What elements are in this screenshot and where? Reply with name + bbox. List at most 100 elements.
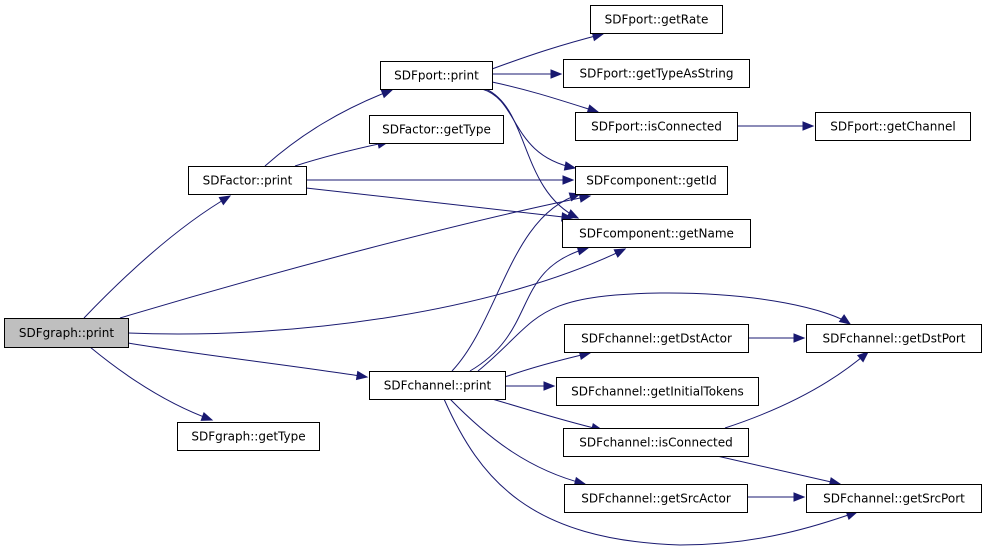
arrowhead-icon [562,175,575,185]
node-label: SDFport::getTypeAsString [580,67,734,81]
arrowhead-icon [576,246,590,256]
edge-line [127,248,626,335]
edge-line [481,88,576,169]
node-ch-getSrcPort[interactable]: SDFchannel::getSrcPort [806,484,982,513]
node-label: SDFchannel::getDstActor [581,332,732,346]
node-box[interactable] [575,112,738,141]
arrowhead-icon [856,351,870,363]
node-actor-print[interactable]: SDFactor::print [188,166,307,195]
node-box[interactable] [556,377,759,406]
arrowhead-icon [355,370,369,381]
node-ch-getInitialTokens[interactable]: SDFchannel::getInitialTokens [556,377,759,406]
node-box[interactable] [563,428,749,457]
edge-actor_print-to-actor_getType [294,139,390,167]
edge-graph_print-to-comp_getId [119,193,592,319]
node-label: SDFchannel::getSrcPort [823,492,965,506]
node-box[interactable] [369,371,506,400]
node-ch-getSrcActor[interactable]: SDFchannel::getSrcActor [564,484,748,513]
edge-channel_print-to-comp_getId [451,192,582,372]
edge-graph_print-to-channel_print [127,342,369,381]
node-box[interactable] [590,5,723,34]
arrowhead-icon [586,104,600,114]
arrowhead-icon [380,89,394,99]
edge-port_print-to-comp_getId [481,88,577,171]
node-box[interactable] [563,59,750,88]
edge-line [469,247,589,372]
edge-line [127,342,368,378]
edge-ch_isConnected-to-ch_getDstPort [724,351,870,429]
edge-line [264,89,393,167]
edge-channel_print-to-ch_getSrcActor [449,398,587,487]
node-box[interactable] [806,484,982,513]
node-ch-getDstActor[interactable]: SDFchannel::getDstActor [564,324,749,353]
edge-line [491,33,604,70]
edge-channel_print-to-ch_getDstPort [477,292,852,372]
edge-line [449,398,586,485]
node-ch-getDstPort[interactable]: SDFchannel::getDstPort [806,324,982,353]
node-label: SDFchannel::isConnected [579,436,733,450]
edge-port_print-to-comp_getName [485,88,580,219]
node-label: SDFport::isConnected [591,120,722,134]
node-label: SDFcomponent::getName [579,227,734,241]
edge-line [504,352,591,378]
arrowhead-icon [550,69,563,79]
node-label: SDFgraph::getType [191,430,305,444]
node-port-getChannel[interactable]: SDFport::getChannel [815,112,971,141]
node-label: SDFchannel::getSrcActor [581,492,731,506]
node-label: SDFport::getRate [605,13,709,27]
node-label: SDFgraph::print [19,326,114,340]
node-comp-getId[interactable]: SDFcomponent::getId [575,166,728,195]
arrowhead-icon [613,248,627,258]
node-channel-print[interactable]: SDFchannel::print [369,371,506,400]
node-actor-getType[interactable]: SDFactor::getType [369,115,504,144]
arrowhead-icon [566,209,580,219]
node-box[interactable] [4,318,129,348]
node-box[interactable] [564,484,748,513]
edges-layer [83,32,870,546]
edge-line [83,195,231,319]
node-port-print[interactable]: SDFport::print [380,61,493,90]
node-label: SDFchannel::getDstPort [822,332,965,346]
node-label: SDFport::print [394,69,479,83]
node-comp-getName[interactable]: SDFcomponent::getName [562,219,751,248]
node-box[interactable] [177,422,320,451]
edge-line [119,195,591,319]
node-box[interactable] [564,324,749,353]
arrowhead-icon [802,121,815,131]
edge-line [716,455,841,485]
arrowhead-icon [838,314,852,325]
node-graph-getType[interactable]: SDFgraph::getType [177,422,320,451]
arrowhead-icon [218,195,232,206]
edge-line [491,398,603,431]
node-graph-print[interactable]: SDFgraph::print [4,318,129,348]
node-label: SDFactor::getType [382,123,491,137]
edge-port_print-to-port_getTypeAsString [492,69,563,79]
edge-line [305,187,573,219]
edge-graph_print-to-graph_getType [89,346,214,421]
edge-port_isConnected-to-port_getChannel [737,121,815,131]
edge-line [485,88,579,219]
edge-ch_getDstActor-to-ch_getDstPort [747,333,806,343]
edge-graph_print-to-actor_print [83,195,232,319]
edge-line [491,81,599,113]
node-box[interactable] [806,324,982,353]
node-port-getTypeAsString[interactable]: SDFport::getTypeAsString [563,59,750,88]
edge-line [724,351,869,429]
arrowhead-icon [563,161,577,171]
node-port-isConnected[interactable]: SDFport::isConnected [575,112,738,141]
node-box[interactable] [380,61,493,90]
node-box[interactable] [562,219,751,248]
node-box[interactable] [369,115,504,144]
edge-line [443,398,858,546]
node-label: SDFcomponent::getId [586,174,717,188]
node-box[interactable] [815,112,971,141]
edge-ch_getSrcActor-to-ch_getSrcPort [747,492,806,502]
node-box[interactable] [188,166,307,195]
node-label: SDFchannel::getInitialTokens [571,385,744,399]
arrowhead-icon [543,381,556,391]
node-ch-isConnected[interactable]: SDFchannel::isConnected [563,428,749,457]
node-box[interactable] [575,166,728,195]
node-port-getRate[interactable]: SDFport::getRate [590,5,723,34]
